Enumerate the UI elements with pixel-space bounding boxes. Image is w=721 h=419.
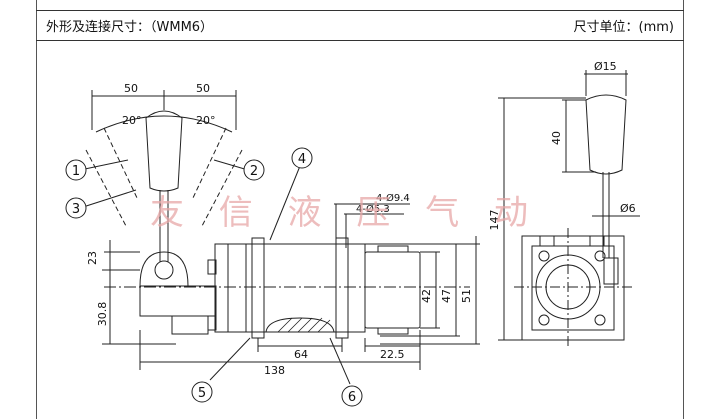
- callout-2-num: 2: [250, 164, 258, 179]
- dim-64: 64: [294, 348, 308, 361]
- callout-3-num: 3: [72, 202, 80, 217]
- pivot-circle: [154, 260, 174, 280]
- watermark-text: 友 信 液 压 气 动: [150, 193, 540, 233]
- handle-knob: [145, 110, 183, 192]
- header-bottom-rule: [36, 40, 684, 41]
- dim-50-left: 50: [124, 82, 138, 95]
- dim-47: 47: [440, 289, 453, 303]
- holes-5-3: 4-Ø5.3: [356, 203, 390, 215]
- callout-4-num: 4: [298, 152, 306, 167]
- callout-5: [191, 381, 213, 403]
- dim-51: 51: [460, 289, 473, 303]
- dim-50-group: [91, 90, 237, 130]
- dim-138: 138: [264, 364, 285, 377]
- callout-2: [243, 159, 265, 181]
- callout-3: [65, 197, 87, 219]
- holes-9-4: 4-Ø9.4: [376, 192, 410, 204]
- angle-20-left: 20°: [122, 114, 142, 127]
- header-top-rule: [36, 10, 684, 11]
- dim-50-right: 50: [196, 82, 210, 95]
- drawing-title: 外形及连接尺寸：（WMM6）: [46, 20, 214, 35]
- dim-30-8: 30.8: [96, 302, 109, 327]
- dim-40: 40: [550, 131, 563, 145]
- handle-pos-left: [103, 127, 139, 201]
- drawing-frame: [36, 0, 684, 419]
- swing-arc: [95, 115, 233, 133]
- dim-phi-15: Ø15: [594, 60, 617, 73]
- dim-23: 23: [86, 251, 99, 265]
- callout-5-num: 5: [198, 386, 206, 401]
- callout-4: [291, 147, 313, 169]
- callout-1-num: 1: [72, 164, 80, 179]
- handle-pos-right: [191, 127, 227, 201]
- unit-label: 尺寸单位：(mm): [573, 20, 674, 35]
- side-handle-knob: [585, 94, 627, 175]
- header-bar: 外形及连接尺寸：（WMM6） 尺寸单位：(mm): [36, 10, 684, 40]
- callout-6: [341, 385, 363, 407]
- angle-20-right: 20°: [196, 114, 216, 127]
- dim-147: 147: [488, 210, 501, 231]
- end-view-body: [521, 235, 625, 341]
- callout-6-num: 6: [348, 390, 356, 405]
- callout-1: [65, 159, 87, 181]
- dim-phi-6: Ø6: [620, 202, 636, 215]
- dim-22-5: 22.5: [380, 348, 405, 361]
- dim-42: 42: [420, 289, 433, 303]
